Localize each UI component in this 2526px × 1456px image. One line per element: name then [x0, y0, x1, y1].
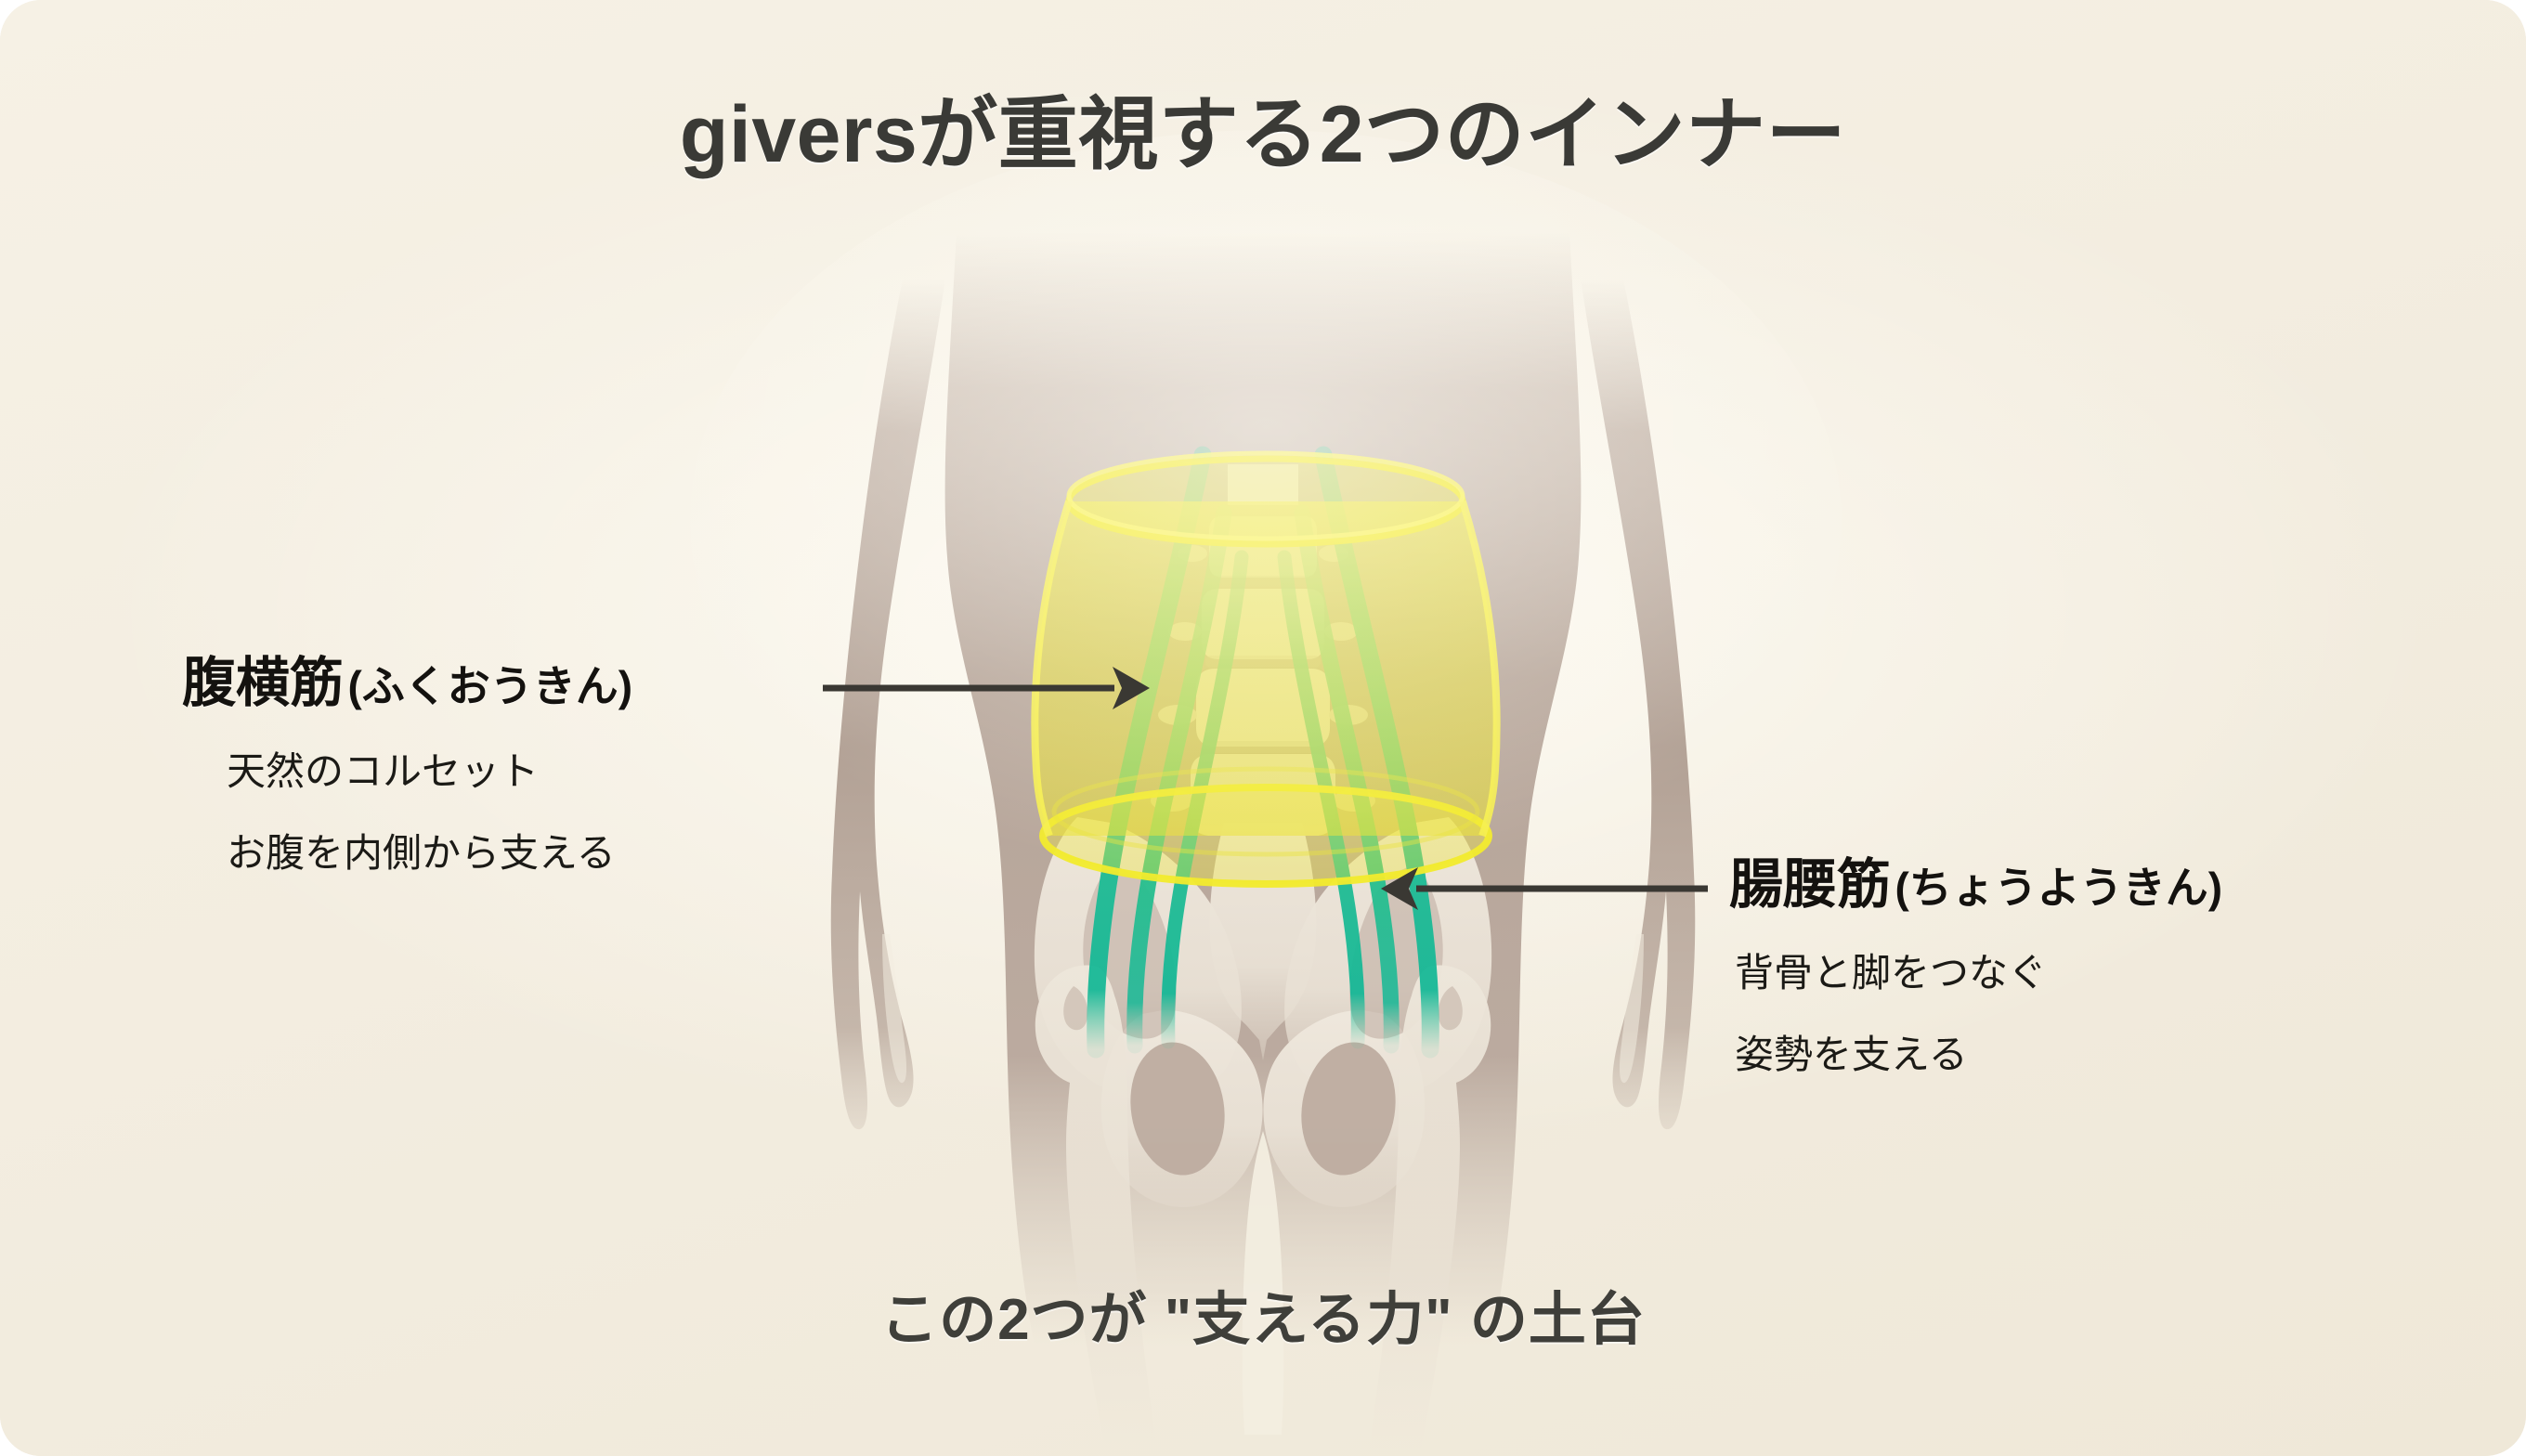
- label-left-heading: 腹横筋 (ふくおうきん): [182, 639, 632, 717]
- label-transversus-abdominis: 腹横筋 (ふくおうきん) 天然のコルセット お腹を内側から支える: [182, 639, 632, 880]
- page-title: giversが重視する2つのインナー: [679, 90, 1847, 179]
- label-right-kanji: 腸腰筋: [1729, 854, 1892, 915]
- label-left-kana: (ふくおうきん): [347, 662, 633, 710]
- pointer-arrow-right: [1381, 867, 1708, 910]
- label-left-desc-line2: お腹を内側から支える: [227, 830, 616, 875]
- label-left-kanji: 腹横筋: [182, 653, 345, 713]
- footer-caption: この2つが "支える力" の土台: [880, 1288, 1646, 1352]
- label-left-desc-line1: 天然のコルセット: [227, 749, 540, 793]
- label-iliopsoas: 腸腰筋 (ちょうようきん) 背骨と脚をつなぐ 姿勢を支える: [1729, 840, 2222, 1082]
- label-right-kana: (ちょうようきん): [1894, 864, 2223, 912]
- femur-bones: [1035, 965, 1491, 1449]
- obturator-foramen-right: [1301, 1042, 1396, 1176]
- label-right-heading: 腸腰筋 (ちょうようきん): [1729, 840, 2222, 918]
- label-right-desc-line2: 姿勢を支える: [1735, 1032, 1968, 1076]
- pointer-arrow-left: [823, 667, 1150, 709]
- obturator-foramen-left: [1130, 1042, 1225, 1176]
- label-right-desc-line1: 背骨と脚をつなぐ: [1735, 951, 2048, 994]
